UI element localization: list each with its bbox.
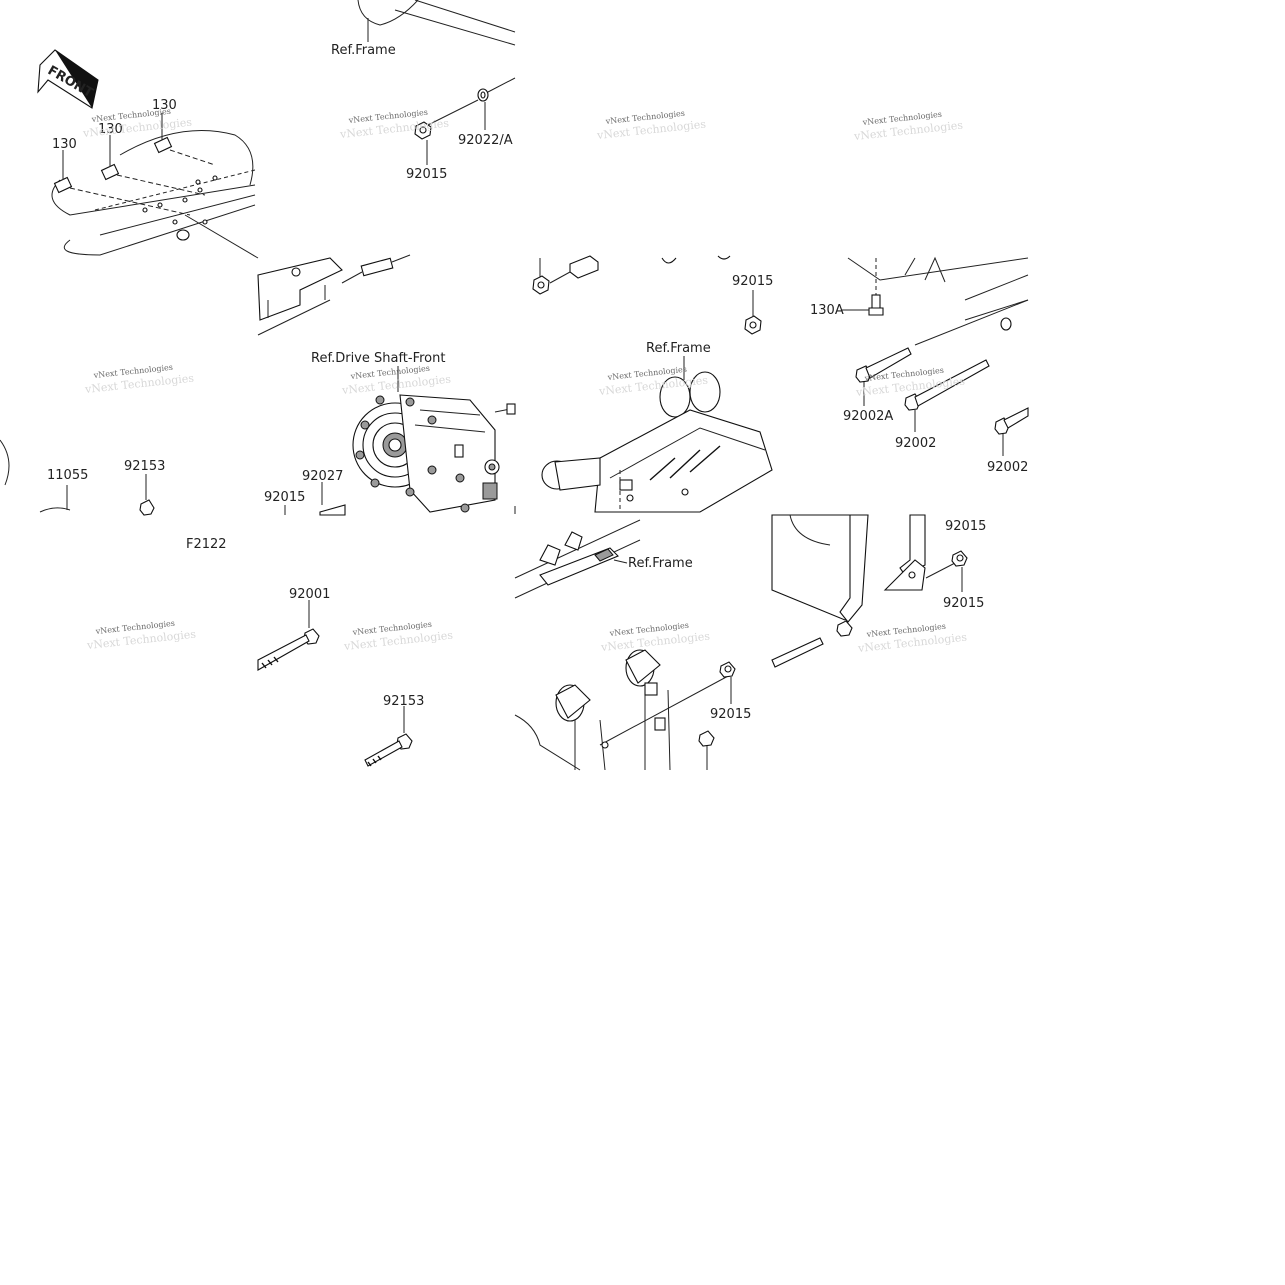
bolt-130-a bbox=[53, 176, 191, 216]
tile-frame-bolts: FRONT 130 130 130 bbox=[37, 49, 259, 259]
label-130-c: 130 bbox=[152, 98, 177, 113]
label-92015-e: 92015 bbox=[945, 519, 986, 534]
label-92022a: 92022/A bbox=[458, 133, 513, 148]
tile-frame-top: Ref.Frame 92022/A 92015 bbox=[331, 0, 516, 182]
label-11055: 11055 bbox=[47, 468, 88, 483]
bolt-130-c bbox=[153, 136, 216, 166]
diagram-code: F2122 bbox=[186, 537, 227, 552]
bolt-92001 bbox=[257, 628, 320, 671]
label-92015-c: 92015 bbox=[264, 490, 305, 505]
label-92015-f: 92015 bbox=[943, 596, 984, 611]
bolt-130A bbox=[868, 294, 884, 316]
bolt-92002-b bbox=[994, 407, 1029, 435]
tile-long-bolts: 92001 92153 bbox=[257, 587, 424, 767]
label-92015-b: 92015 bbox=[732, 274, 773, 289]
tile-frame-cross: 92015 92015 bbox=[771, 514, 986, 668]
tile-mount-bracket bbox=[257, 254, 411, 336]
label-92153-a: 92153 bbox=[124, 459, 165, 474]
bolt-92153-a bbox=[139, 499, 155, 516]
label-130-b: 130 bbox=[98, 122, 123, 137]
tile-nuts: 92015 bbox=[532, 255, 773, 335]
label-92153-b: 92153 bbox=[383, 694, 424, 709]
label-92002A: 92002A bbox=[843, 409, 893, 424]
label-130-a: 130 bbox=[52, 137, 77, 152]
ref-drive-shaft-front-label: Ref.Drive Shaft-Front bbox=[311, 351, 445, 366]
tile-frame-long-bolts: 130A 92002A 92002 92002 bbox=[810, 256, 1029, 475]
tile-skid-plate: Ref.Frame bbox=[541, 341, 773, 513]
tile-differential: Ref.Drive Shaft-Front 92027 92015 bbox=[264, 351, 516, 516]
label-130A: 130A bbox=[810, 303, 844, 318]
tile-lower-bracket: Ref.Frame 92015 bbox=[514, 506, 751, 771]
tile-end-bolts: 11055 92153 F2122 bbox=[0, 439, 227, 552]
label-92002-b: 92002 bbox=[987, 460, 1028, 475]
front-arrow-icon: FRONT bbox=[37, 49, 99, 109]
label-92027: 92027 bbox=[302, 469, 343, 484]
label-92001: 92001 bbox=[289, 587, 330, 602]
label-92015-a: 92015 bbox=[406, 167, 447, 182]
label-92002-a: 92002 bbox=[895, 436, 936, 451]
bolt-130-b bbox=[100, 163, 206, 196]
bolt-92153-b bbox=[364, 733, 413, 767]
bolt-92002A bbox=[855, 347, 912, 383]
ref-frame-mid-label: Ref.Frame bbox=[646, 341, 711, 356]
ref-frame-top-label: Ref.Frame bbox=[331, 43, 396, 58]
ref-frame-lower-label: Ref.Frame bbox=[628, 556, 693, 571]
bolt-92002-a bbox=[904, 359, 990, 411]
label-92015-d: 92015 bbox=[710, 707, 751, 722]
